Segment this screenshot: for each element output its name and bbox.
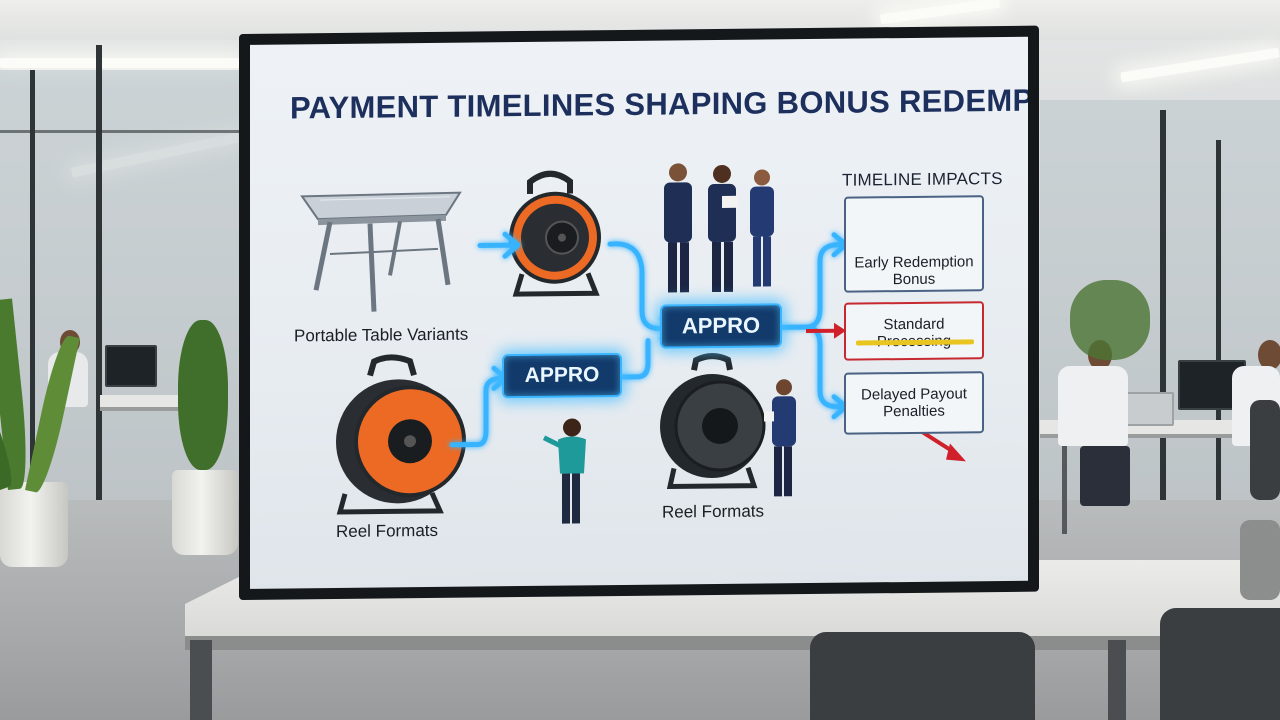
impact-delayed-payout: Delayed Payout Penalties — [844, 371, 984, 435]
conference-table-leg — [1108, 640, 1126, 720]
label-portable-table-variants: Portable Table Variants — [294, 324, 469, 346]
flow-arrow-reel-to-appro — [449, 375, 505, 448]
glass-mullion — [96, 45, 102, 555]
background-monitor — [105, 345, 157, 387]
businessman-icon — [764, 379, 796, 497]
meeting-chair — [1160, 608, 1280, 720]
meeting-chair — [1240, 520, 1280, 600]
flow-arrow-appro-to-appro — [619, 338, 651, 380]
background-laptop — [1126, 392, 1174, 426]
appro-box: APPRO — [660, 303, 782, 349]
businesspeople-icon — [664, 163, 774, 293]
trend-down-icon — [920, 430, 966, 462]
impact-label: Bonus — [892, 270, 936, 289]
flow-arrow-reel-to-appro — [607, 241, 673, 332]
glass-mullion — [1216, 140, 1221, 530]
cable-reel-icon — [509, 170, 601, 297]
plant-foliage — [1070, 280, 1150, 360]
arrow-right-red-icon — [806, 322, 846, 339]
meeting-chair — [810, 632, 1035, 720]
plant-pot — [172, 470, 238, 555]
impact-standard-processing: Standard Processing — [844, 301, 984, 361]
background-person-legs — [1080, 446, 1130, 506]
presenter-icon — [542, 418, 586, 524]
plant-pot — [0, 482, 68, 567]
timeline-impacts-heading: TIMELINE IMPACTS — [842, 169, 1003, 190]
glass-rail — [0, 130, 240, 133]
appro-box: APPRO — [502, 352, 622, 399]
wall-display: PAYMENT TIMELINES SHAPING BONUS REDEMPTI… — [239, 25, 1039, 600]
cable-reel-icon — [336, 354, 466, 515]
glass-mullion — [30, 70, 35, 550]
flow-diagram — [300, 163, 970, 524]
background-person-head — [1258, 340, 1280, 370]
folding-table-icon — [300, 191, 462, 312]
label-reel-formats: Reel Formats — [336, 520, 439, 541]
flow-arrowhead — [502, 231, 521, 259]
impact-label: Penalties — [883, 402, 945, 421]
background-person-torso — [1058, 366, 1128, 446]
conference-table-leg — [190, 640, 212, 720]
office-chair — [1250, 400, 1280, 500]
glass-mullion — [1160, 110, 1166, 530]
impact-label: Early Redemption — [854, 253, 974, 272]
cable-reel-icon — [660, 353, 766, 490]
flow-arrow-to-delayed — [803, 324, 847, 410]
desk-leg — [1062, 434, 1067, 534]
impact-label: Delayed Payout — [861, 385, 967, 404]
impact-early-redemption: Early Redemption Bonus — [844, 195, 984, 293]
plant-foliage — [178, 320, 228, 470]
presentation-slide: PAYMENT TIMELINES SHAPING BONUS REDEMPTI… — [250, 36, 1028, 589]
label-reel-formats: Reel Formats — [662, 501, 765, 522]
ceiling-light — [0, 58, 240, 68]
